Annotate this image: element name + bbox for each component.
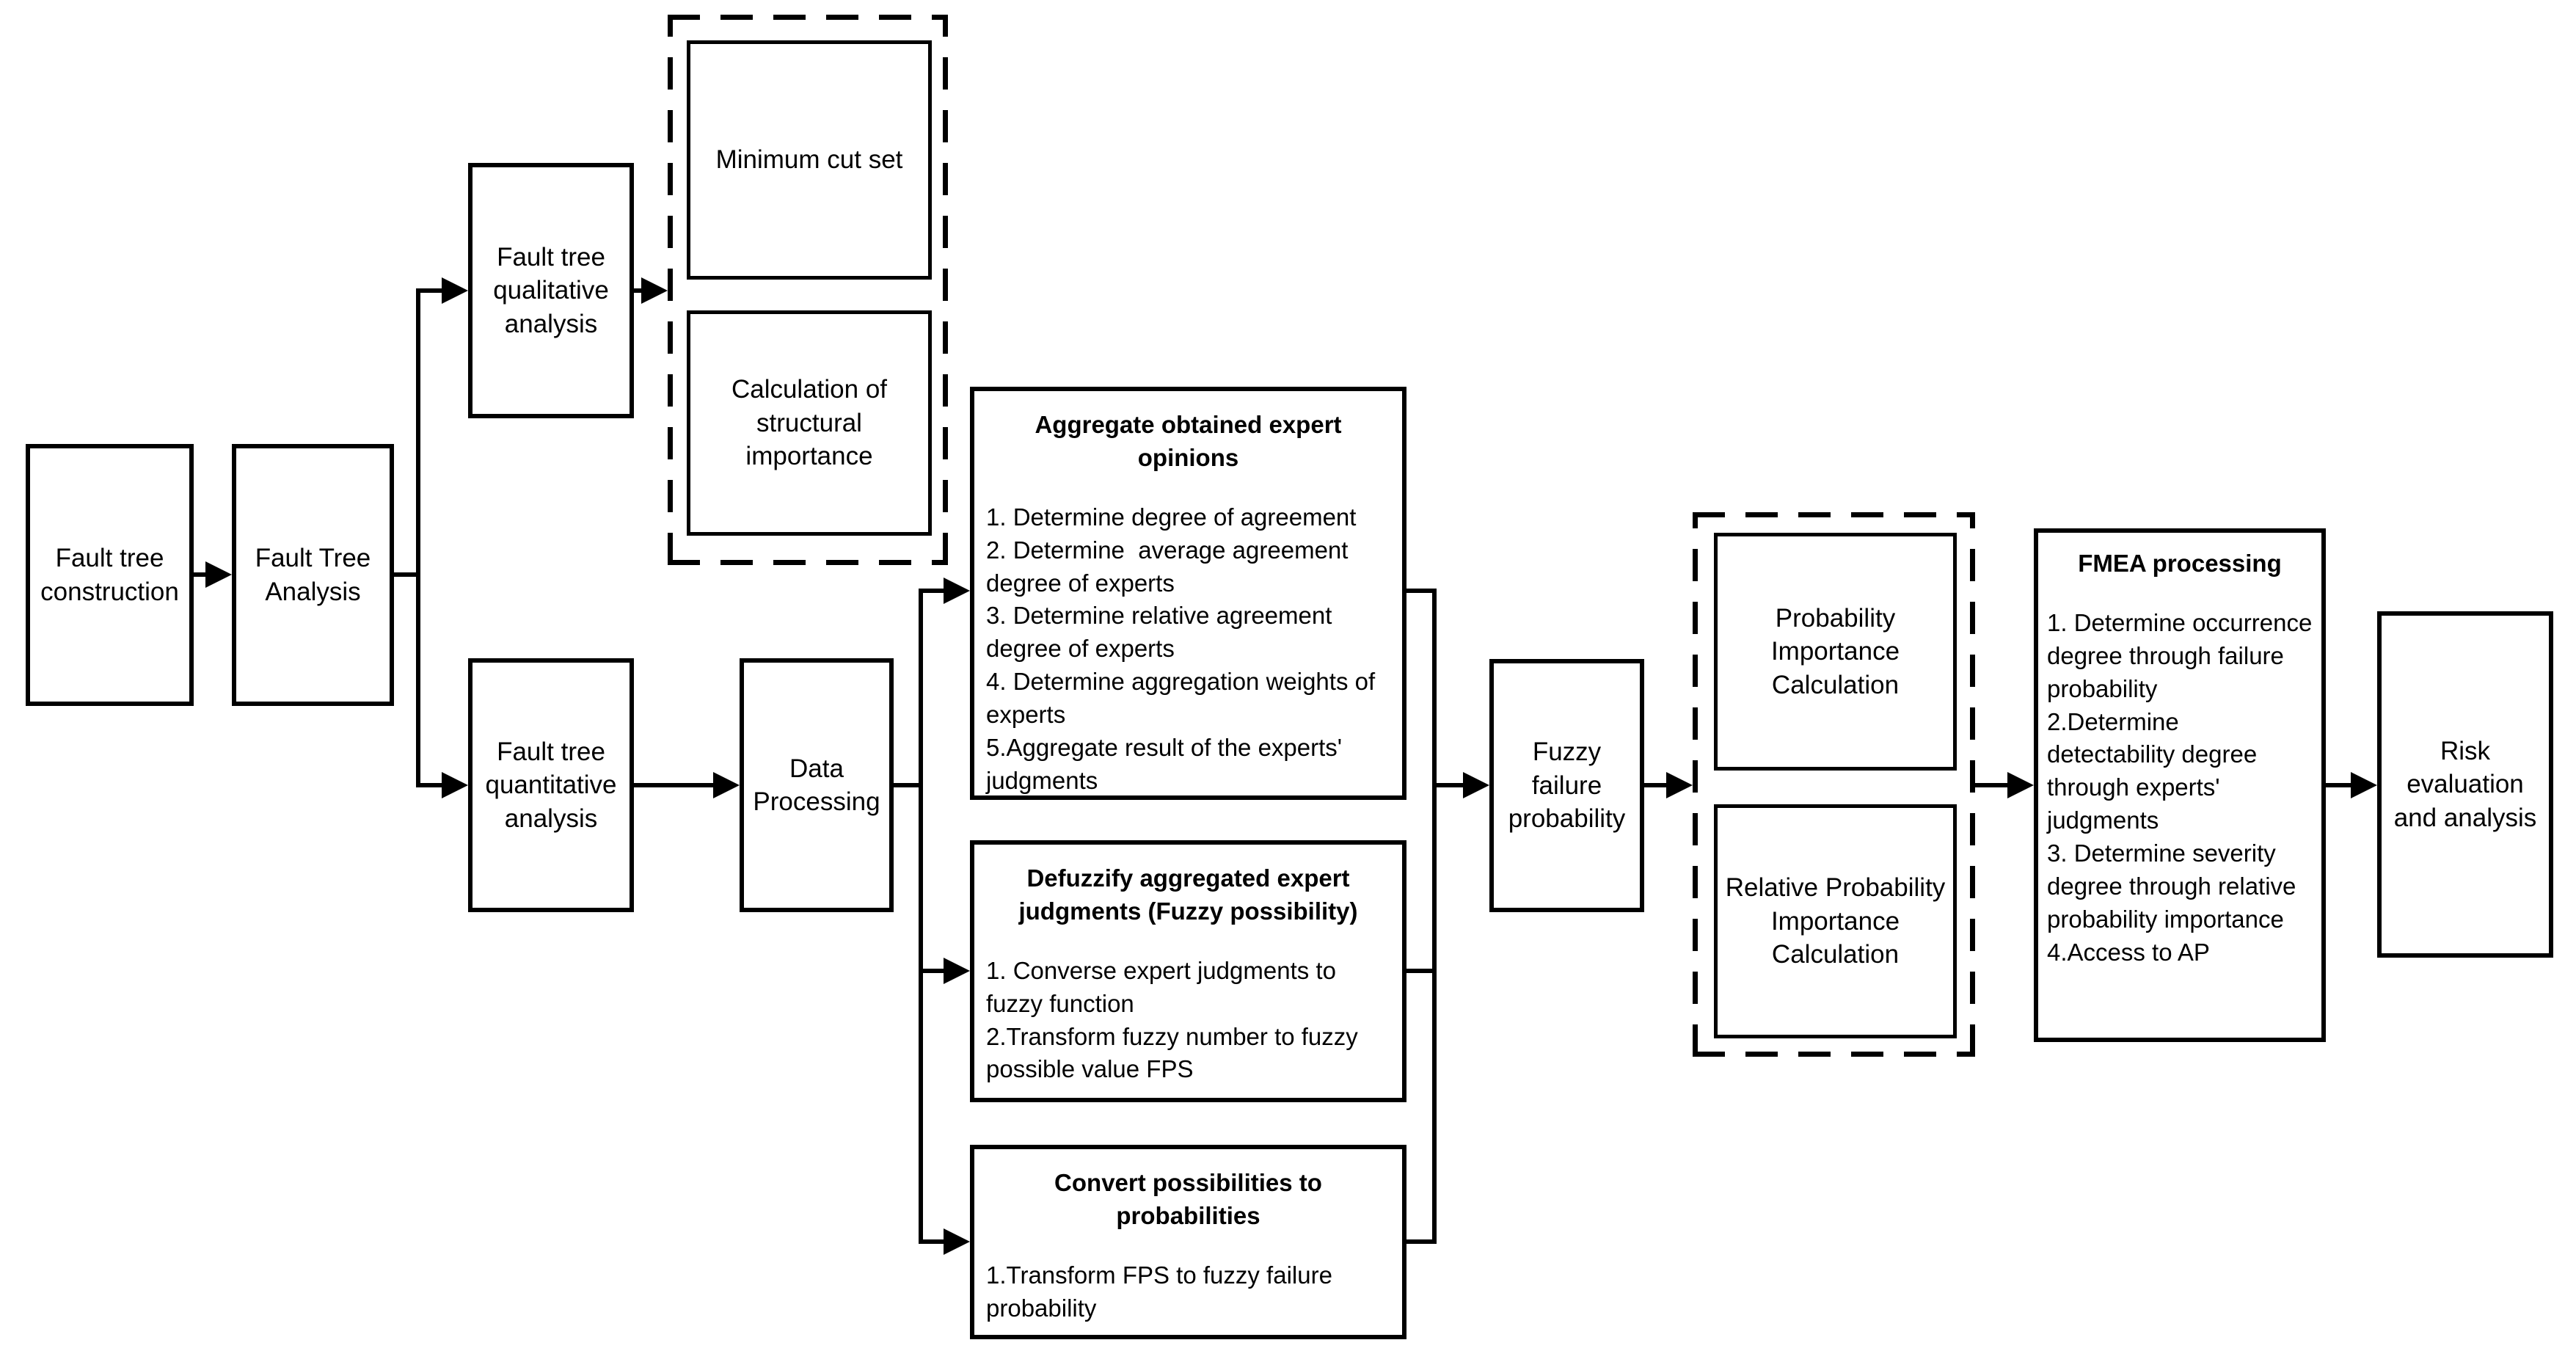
node-relative-probability-importance-calculation: Relative Probability Importance Calculat… (1714, 804, 1957, 1038)
arrowhead-into-importance-group (1666, 772, 1693, 798)
arrowhead-into-fmea (2007, 772, 2034, 798)
node-risk-evaluation: Risk evaluation and analysis (2377, 611, 2553, 958)
connector-trunk-to-qualitative (416, 288, 445, 293)
node-minimum-cut-set: Minimum cut set (687, 40, 932, 280)
connector-merge-trunk-to-fuzzy (1432, 783, 1464, 787)
arrowhead-into-quantitative-analysis (442, 772, 468, 798)
node-fmea-processing-title: FMEA processing (2078, 550, 2282, 577)
defuzzify-step-2: 2.Transform fuzzy number to fuzzy possib… (986, 1022, 1365, 1083)
arrowhead-into-risk-evaluation (2351, 772, 2377, 798)
defuzzify-step-1: 1. Converse expert judgments to fuzzy fu… (986, 956, 1343, 1017)
convert-step-1: 1.Transform FPS to fuzzy failure probabi… (986, 1261, 1340, 1322)
fmea-step-3: 3. Determine severity degree through rel… (2047, 840, 2303, 933)
node-aggregate-expert-opinions: Aggregate obtained expert opinions 1. De… (970, 387, 1406, 800)
connector-analysis-to-branch-trunk (394, 572, 420, 577)
arrowhead-into-data-processing (713, 772, 740, 798)
node-fault-tree-construction-label: Fault tree construction (40, 544, 179, 606)
aggregate-step-5: 5.Aggregate result of the experts' judgm… (986, 733, 1349, 794)
node-calculation-of-structural-importance-label: Calculation of structural importance (731, 375, 888, 471)
node-minimum-cut-set-label: Minimum cut set (715, 145, 903, 175)
node-defuzzify-judgments: Defuzzify aggregated expert judgments (F… (970, 840, 1406, 1102)
connector-data-processing-to-trunk (894, 783, 923, 787)
node-fault-tree-qualitative-analysis: Fault tree qualitative analysis (468, 163, 634, 418)
node-convert-possibilities-title: Convert possibilities to probabilities (1054, 1169, 1322, 1229)
node-fuzzy-failure-probability: Fuzzy failure probability (1489, 659, 1644, 912)
branch-trunk-analysis (416, 288, 420, 787)
connector-trunk-to-quantitative (416, 783, 445, 787)
arrowhead-into-fuzzy-failure-probability (1463, 772, 1489, 798)
arrowhead-into-qualitative-analysis (442, 277, 468, 304)
connector-importance-group-to-fmea (1975, 783, 2009, 787)
connector-construction-to-analysis (194, 572, 210, 577)
fmea-step-1: 1. Determine occurrence degree through f… (2047, 608, 2319, 702)
node-probability-importance-calculation: Probability Importance Calculation (1714, 533, 1957, 771)
connector-trunk-to-defuzzify (919, 969, 945, 973)
arrowhead-into-qualitative-results-group (641, 277, 668, 304)
node-fault-tree-construction: Fault tree construction (26, 444, 194, 706)
node-relative-probability-importance-calculation-label: Relative Probability Importance Calculat… (1725, 873, 1946, 969)
arrowhead-into-defuzzify (944, 958, 970, 984)
node-calculation-of-structural-importance: Calculation of structural importance (687, 310, 932, 536)
node-fmea-processing: FMEA processing 1. Determine occurrence … (2034, 528, 2326, 1042)
connector-convert-to-merge-trunk (1406, 1239, 1437, 1244)
fmea-step-4: 4.Access to AP (2047, 938, 2210, 966)
node-fault-tree-analysis: Fault Tree Analysis (232, 444, 394, 706)
connector-fuzzy-to-importance-group (1644, 783, 1668, 787)
node-probability-importance-calculation-label: Probability Importance Calculation (1770, 603, 1900, 699)
aggregate-step-2: 2. Determine average agreement degree of… (986, 536, 1355, 597)
node-fuzzy-failure-probability-label: Fuzzy failure probability (1508, 738, 1626, 834)
node-defuzzify-judgments-title: Defuzzify aggregated expert judgments (F… (1018, 864, 1358, 925)
arrowhead-into-fault-tree-analysis (205, 561, 232, 588)
fmea-step-2: 2.Determine detectability degree through… (2047, 707, 2264, 834)
node-fault-tree-qualitative-analysis-label: Fault tree qualitative analysis (493, 242, 609, 338)
aggregate-step-1: 1. Determine degree of agreement (986, 503, 1357, 531)
arrowhead-into-convert (944, 1228, 970, 1255)
connector-defuzzify-to-merge-trunk (1406, 969, 1437, 973)
connector-quantitative-to-data-processing (634, 783, 716, 787)
node-risk-evaluation-label: Risk evaluation and analysis (2393, 736, 2537, 832)
connector-trunk-to-convert (919, 1239, 945, 1244)
node-aggregate-expert-opinions-title: Aggregate obtained expert opinions (1035, 411, 1342, 471)
connector-fmea-to-risk (2326, 783, 2352, 787)
connector-trunk-to-aggregate (919, 589, 945, 593)
aggregate-step-4: 4. Determine aggregation weights of expe… (986, 668, 1382, 728)
connector-qualitative-to-results-group (634, 288, 644, 293)
node-convert-possibilities: Convert possibilities to probabilities 1… (970, 1145, 1406, 1339)
node-data-processing: Data Processing (740, 658, 894, 912)
merge-trunk (1432, 589, 1437, 1244)
node-fault-tree-quantitative-analysis: Fault tree quantitative analysis (468, 658, 634, 912)
aggregate-step-3: 3. Determine relative agreement degree o… (986, 602, 1339, 663)
node-data-processing-label: Data Processing (753, 754, 880, 817)
branch-trunk-data-processing (919, 589, 923, 1244)
node-fault-tree-analysis-label: Fault Tree Analysis (255, 544, 371, 606)
node-fault-tree-quantitative-analysis-label: Fault tree quantitative analysis (485, 737, 617, 833)
arrowhead-into-aggregate (944, 578, 970, 604)
connector-aggregate-to-merge-trunk (1406, 589, 1437, 593)
